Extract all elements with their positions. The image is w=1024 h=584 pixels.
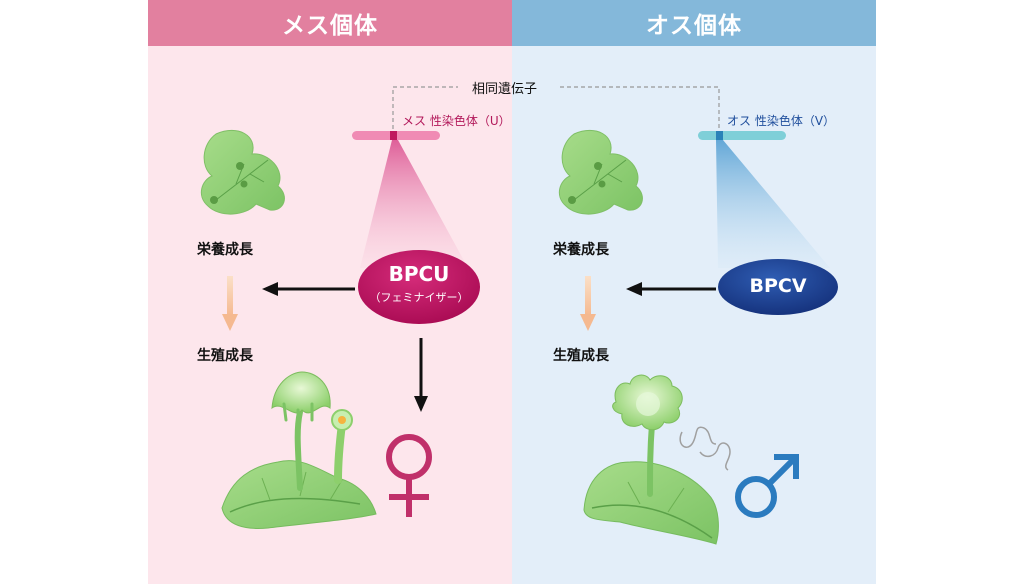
- female-gene-name: BPCU: [388, 262, 450, 286]
- male-growth-arrow: [580, 276, 596, 331]
- female-stage-vegetative: 栄養成長: [197, 242, 253, 258]
- female-chromosome-label: メス 性染色体（U）: [402, 114, 511, 128]
- thallus-icon: [558, 129, 643, 215]
- male-chromosome-bar: [698, 131, 786, 140]
- female-gene-alias: （フェミナイザー）: [369, 291, 469, 304]
- female-gene-ellipse: [358, 250, 480, 324]
- female-gene-locus: [390, 131, 397, 140]
- female-stage-reproductive: 生殖成長: [197, 348, 253, 364]
- sperm-icon: [679, 426, 731, 471]
- female-expression-beam: [360, 140, 468, 268]
- female-growth-arrow: [222, 276, 238, 331]
- male-chromosome-label: オス 性染色体（V）: [727, 114, 836, 128]
- male-header: オス個体: [512, 0, 876, 46]
- homologous-bracket: [392, 86, 720, 136]
- male-gene-ellipse: [718, 259, 838, 315]
- female-header: メス個体: [148, 0, 512, 46]
- male-gene-name: BPCV: [749, 275, 807, 297]
- male-expression-beam: [716, 140, 830, 268]
- antheridiophore-icon: [583, 374, 719, 545]
- female-symbol-icon: [386, 434, 432, 517]
- male-symbol-icon: [735, 454, 799, 518]
- male-repress-arrow: [626, 282, 716, 296]
- female-down-arrow: [414, 338, 428, 412]
- male-gene-locus: [716, 131, 723, 140]
- female-repress-arrow: [262, 282, 355, 296]
- male-stage-reproductive: 生殖成長: [553, 348, 609, 364]
- male-stage-vegetative: 栄養成長: [553, 242, 609, 258]
- homologous-label: 相同遺伝子: [472, 82, 538, 97]
- archegoniophore-icon: [221, 371, 377, 529]
- thallus-icon: [200, 129, 285, 215]
